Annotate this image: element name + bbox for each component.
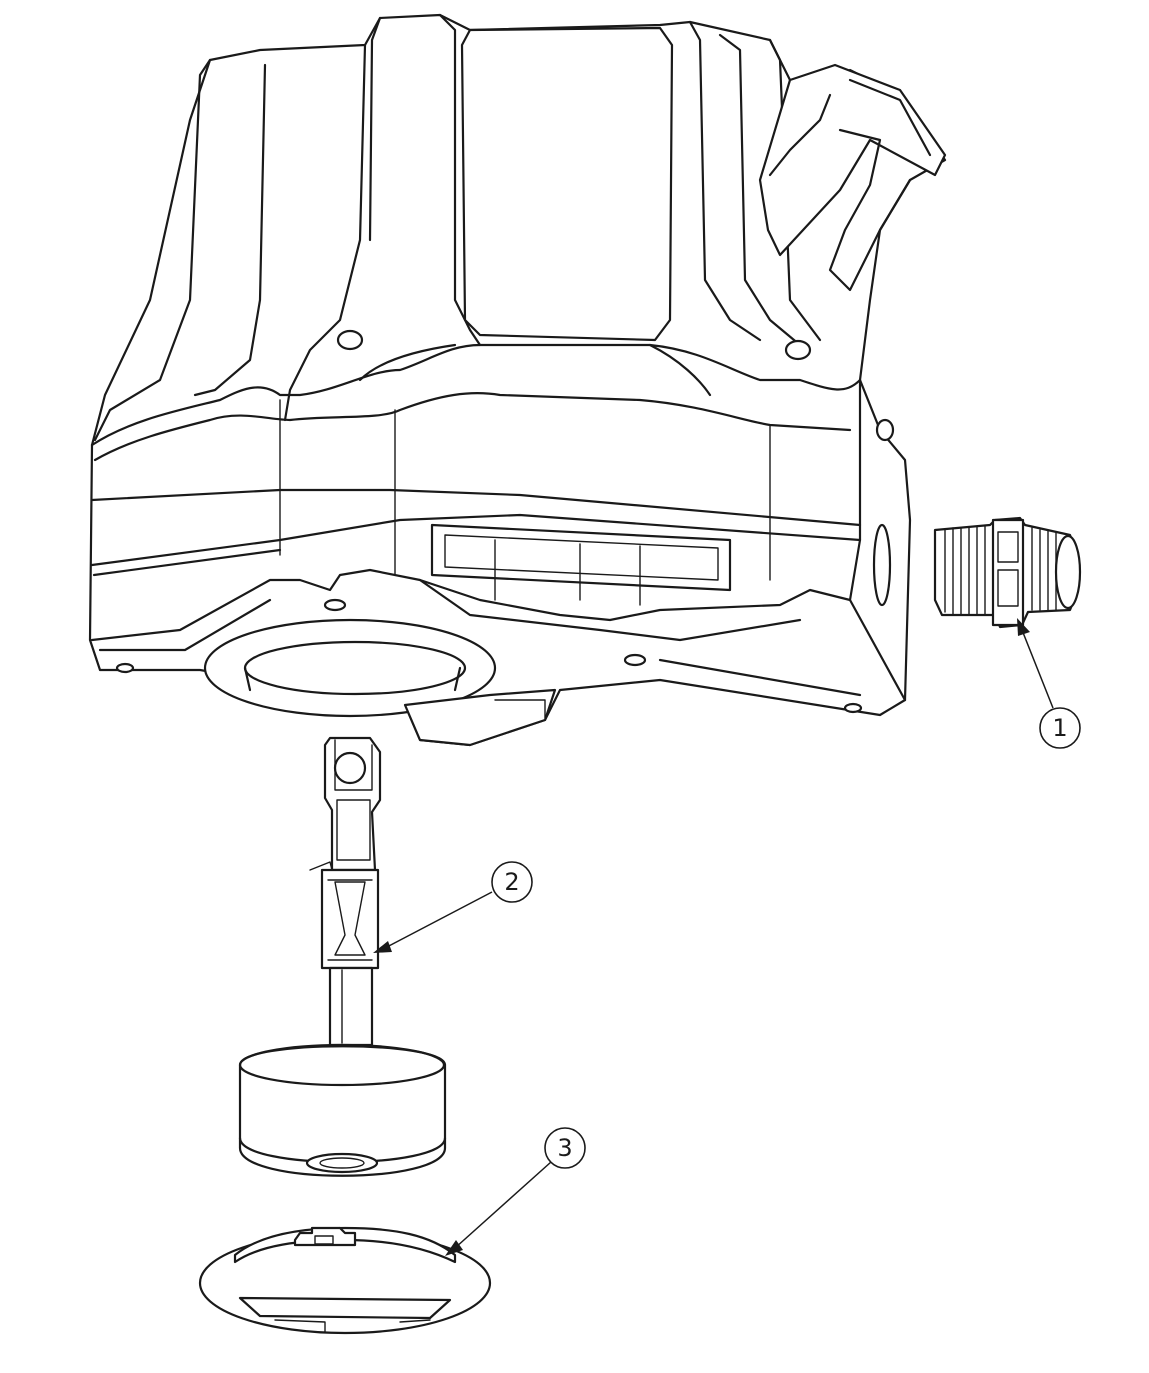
callout-2: 2 (373, 861, 533, 953)
callout-2-label: 2 (504, 868, 519, 896)
callout-3: 3 (445, 1127, 586, 1256)
part-2-float-switch (238, 736, 447, 1177)
callout-1-label: 1 (1052, 714, 1067, 742)
part-3-retaining-ring (198, 1226, 492, 1335)
part-1-threaded-fitting (933, 516, 1082, 629)
callout-3-label: 3 (557, 1134, 572, 1162)
main-housing (88, 13, 947, 747)
callout-1: 1 (1017, 618, 1081, 749)
